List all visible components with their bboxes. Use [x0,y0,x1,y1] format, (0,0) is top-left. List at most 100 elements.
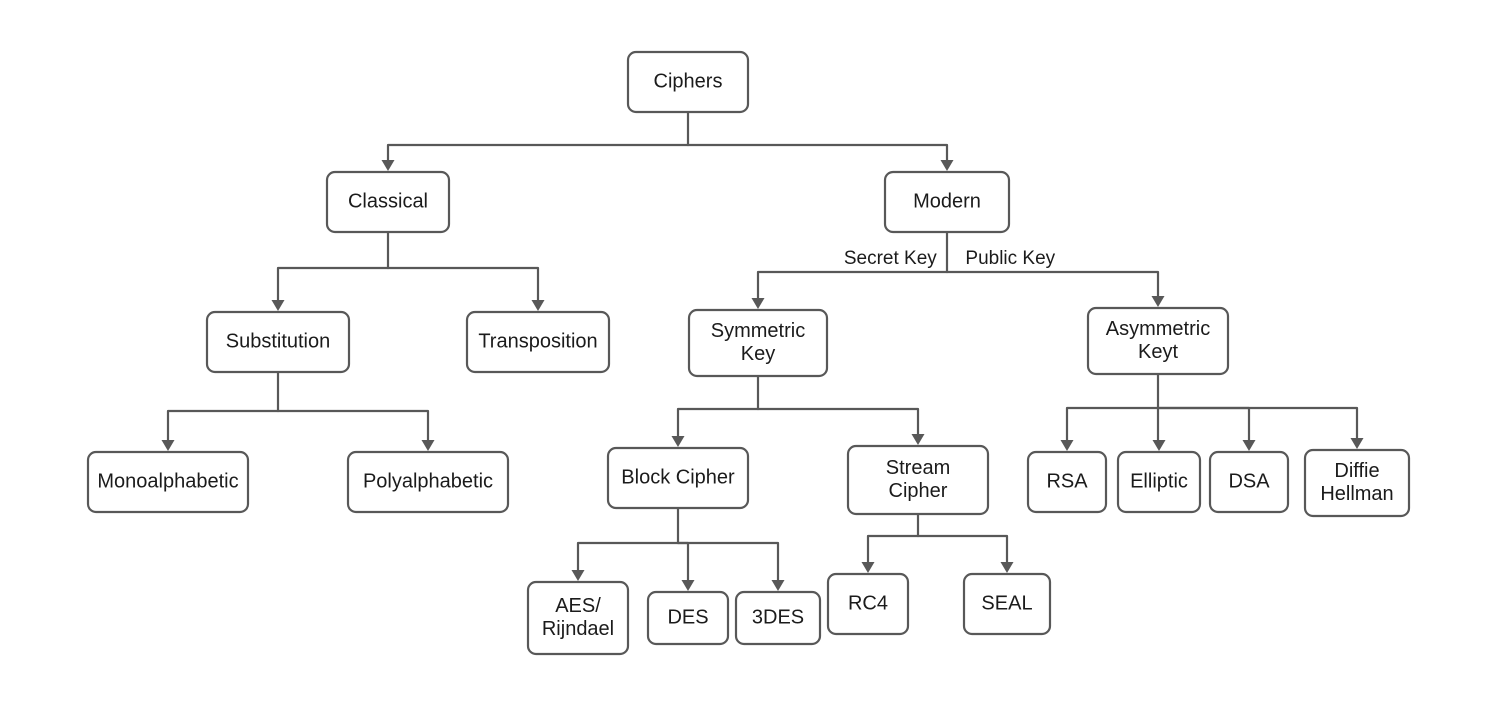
node-label-stream-cipher: Cipher [889,480,948,502]
arrowhead-modern-to-asymmetric [1151,296,1165,307]
edge-modern-to-asymmetric [945,270,1160,299]
node-des[interactable]: DES [646,590,730,646]
node-box-dsa[interactable] [1208,450,1290,514]
arrowhead-stream-cipher-to-rc4 [861,562,875,573]
node-box-diffie-hellman[interactable] [1303,448,1411,518]
node-box-substitution[interactable] [205,310,351,374]
arrowhead-substitution-to-polyalphabetic [421,440,435,451]
node-label-asymmetric: Keyt [1138,341,1178,363]
node-box-des[interactable] [646,590,730,646]
node-modern[interactable]: Modern [883,170,1011,234]
arrowhead-symmetric-to-stream-cipher [911,434,925,445]
arrowhead-asymmetric-to-dsa [1242,440,1256,451]
node-box-elliptic[interactable] [1116,450,1202,514]
edge-block-cipher-to-aes-rijndael [576,541,680,573]
node-box-rsa[interactable] [1026,450,1108,514]
node-substitution[interactable]: Substitution [205,310,351,374]
node-seal[interactable]: SEAL [962,572,1052,636]
node-label-block-cipher: Block Cipher [621,466,735,488]
arrowhead-substitution-to-monoalphabetic [161,440,175,451]
arrowhead-block-cipher-to-3des [771,580,785,591]
node-label-symmetric: Key [741,343,775,365]
node-label-des: DES [667,606,708,628]
node-box-classical[interactable] [325,170,451,234]
node-label-classical: Classical [348,190,428,212]
node-box-polyalphabetic[interactable] [346,450,510,514]
node-label-aes-rijndael: Rijndael [542,618,614,640]
arrowhead-modern-to-symmetric [751,298,765,309]
arrowhead-symmetric-to-block-cipher [671,436,685,447]
edge-stream-cipher-to-rc4 [866,534,920,565]
node-dsa[interactable]: DSA [1208,450,1290,514]
arrowhead-block-cipher-to-aes-rijndael [571,570,585,581]
edge-asymmetric-to-dsa [1156,406,1251,443]
node-label-rc4: RC4 [848,592,888,614]
node-box-stream-cipher[interactable] [846,444,990,516]
edge-block-cipher-to-3des [676,541,780,583]
node-label-diffie-hellman: Diffie [1334,460,1379,482]
node-box-asymmetric[interactable] [1086,306,1230,376]
node-label-monoalphabetic: Monoalphabetic [97,470,238,492]
node-classical[interactable]: Classical [325,170,451,234]
node-label-substitution: Substitution [226,330,331,352]
edge-stream-cipher-to-seal [916,534,1009,565]
arrowhead-asymmetric-to-elliptic [1152,440,1166,451]
edge-asymmetric-to-diffie-hellman [1156,406,1359,441]
node-box-ciphers[interactable] [626,50,750,114]
edge-ciphers-to-classical [386,143,690,163]
edge-symmetric-to-block-cipher [676,407,760,439]
node-label-aes-rijndael: AES/ [555,595,601,617]
node-polyalphabetic[interactable]: Polyalphabetic [346,450,510,514]
node-transposition[interactable]: Transposition [465,310,611,374]
edge-substitution-to-polyalphabetic [276,409,430,443]
node-label-3des: 3DES [752,606,804,628]
edge-block-cipher-to-des [676,541,690,583]
node-box-3des[interactable] [734,590,822,646]
edge-label-modern-to-asymmetric: Public Key [965,248,1055,269]
arrowhead-stream-cipher-to-seal [1000,562,1014,573]
node-box-monoalphabetic[interactable] [86,450,250,514]
node-label-ciphers: Ciphers [654,70,723,92]
edges-layer [161,110,1364,591]
arrowhead-classical-to-transposition [531,300,545,311]
arrowhead-ciphers-to-modern [940,160,954,171]
edge-classical-to-substitution [276,266,390,303]
node-box-modern[interactable] [883,170,1011,234]
edge-substitution-to-monoalphabetic [166,409,280,443]
node-monoalphabetic[interactable]: Monoalphabetic [86,450,250,514]
node-elliptic[interactable]: Elliptic [1116,450,1202,514]
arrowhead-block-cipher-to-des [681,580,695,591]
node-label-symmetric: Symmetric [711,320,805,342]
edge-symmetric-to-stream-cipher [756,407,920,437]
node-aes-rijndael[interactable]: AES/Rijndael [526,580,630,656]
node-label-rsa: RSA [1046,470,1088,492]
node-3des[interactable]: 3DES [734,590,822,646]
node-box-symmetric[interactable] [687,308,829,378]
node-label-elliptic: Elliptic [1130,470,1188,492]
node-block-cipher[interactable]: Block Cipher [606,446,750,510]
node-label-dsa: DSA [1228,470,1270,492]
node-box-transposition[interactable] [465,310,611,374]
node-rc4[interactable]: RC4 [826,572,910,636]
node-label-asymmetric: Asymmetric [1106,318,1210,340]
node-label-modern: Modern [913,190,981,212]
node-ciphers[interactable]: Ciphers [626,50,750,114]
arrowhead-asymmetric-to-rsa [1060,440,1074,451]
node-box-block-cipher[interactable] [606,446,750,510]
node-label-seal: SEAL [981,592,1032,614]
node-box-rc4[interactable] [826,572,910,636]
arrowhead-classical-to-substitution [271,300,285,311]
node-box-seal[interactable] [962,572,1052,636]
node-box-aes-rijndael[interactable] [526,580,630,656]
node-label-polyalphabetic: Polyalphabetic [363,470,493,492]
node-rsa[interactable]: RSA [1026,450,1108,514]
edge-ciphers-to-modern [686,143,949,163]
node-label-diffie-hellman: Hellman [1320,483,1393,505]
